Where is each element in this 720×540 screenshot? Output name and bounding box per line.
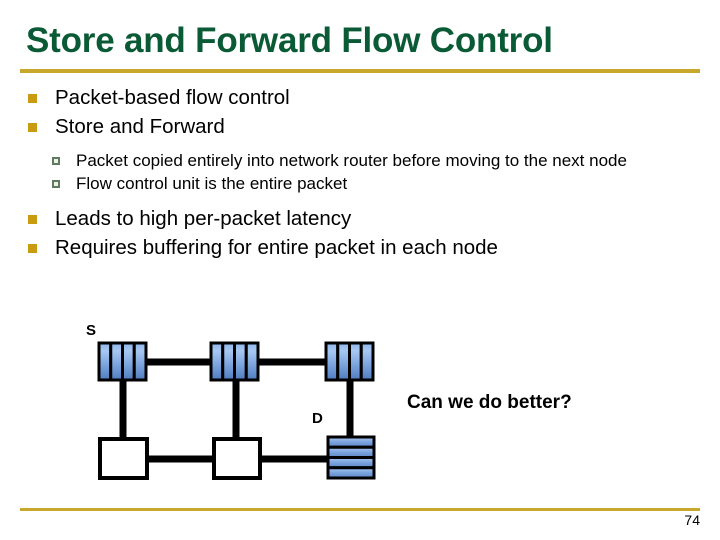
bullet-text: Store and Forward: [55, 114, 225, 138]
bullet-text: Flow control unit is the entire packet: [76, 174, 348, 194]
bullet-item-6: Requires buffering for entire packet in …: [0, 234, 720, 262]
node-bottom-right: [326, 435, 376, 480]
bullet-item-4: Flow control unit is the entire packet: [0, 173, 720, 196]
bullet-marker-square-icon: [28, 214, 37, 224]
node-bottom-middle: [212, 437, 262, 480]
title-divider: [20, 69, 700, 73]
sub-bullet-group: Packet copied entirely into network rout…: [0, 150, 720, 196]
bullet-item-3: Packet copied entirely into network rout…: [0, 150, 720, 173]
bullet-marker-square-icon: [28, 94, 37, 103]
footer-divider: [20, 508, 700, 511]
bullet-text: Packet-based flow control: [55, 86, 290, 109]
node-top-right: [324, 341, 375, 382]
node-top-middle: [209, 341, 260, 382]
sub-bullet-marker-square-icon: [52, 156, 60, 165]
page-number: 74: [684, 512, 700, 528]
bullet-marker-square-icon: [28, 122, 37, 132]
sub-bullet-marker-square-icon: [52, 180, 60, 189]
node-bottom-left: [98, 437, 149, 480]
bullet-marker-square-icon: [28, 243, 37, 253]
destination-node-label: D: [312, 410, 323, 427]
node-top-left: [97, 341, 148, 382]
bullet-list: Packet-based flow control Store and Forw…: [0, 84, 720, 263]
bullet-item-5: Leads to high per-packet latency: [0, 205, 720, 233]
bullet-text: Packet copied entirely into network rout…: [76, 150, 627, 170]
bullet-text: Leads to high per-packet latency: [55, 206, 352, 230]
bullet-item-2: Store and Forward: [0, 113, 720, 141]
page-title: Store and Forward Flow Control: [26, 21, 553, 60]
bullet-text: Requires buffering for entire packet in …: [55, 235, 498, 259]
question-text: Can we do better?: [407, 392, 572, 413]
bullet-item-1: Packet-based flow control: [0, 84, 720, 112]
source-node-label: S: [86, 322, 97, 339]
